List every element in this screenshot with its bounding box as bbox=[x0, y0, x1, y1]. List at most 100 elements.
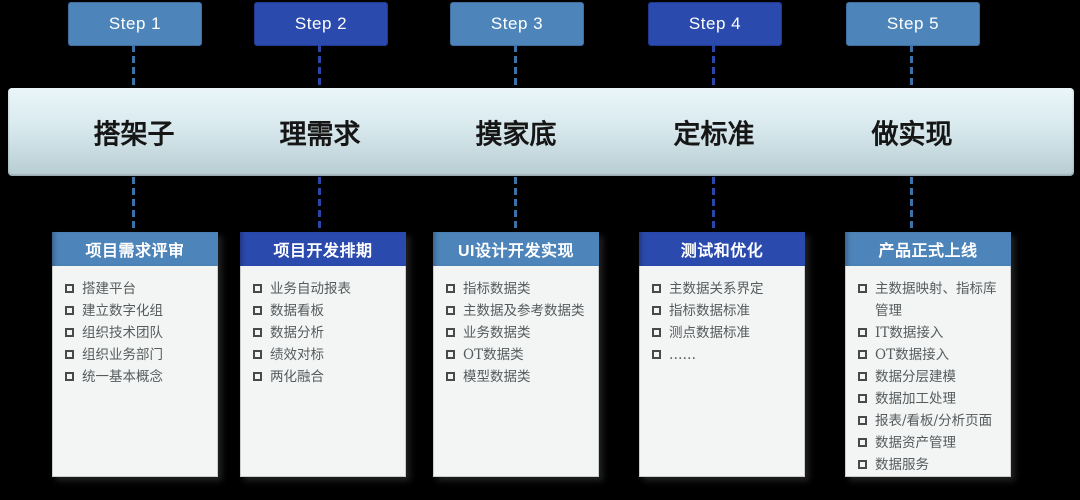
step-card-5: 产品正式上线 主数据映射、指标库管理 IT数据接入 OT数据接入 数据分层建模 … bbox=[845, 232, 1011, 477]
list-item: 组织技术团队 bbox=[65, 322, 211, 344]
badge-band-connector-5 bbox=[910, 45, 913, 88]
list-item: 业务数据类 bbox=[446, 322, 592, 344]
checkbox-bullet-icon bbox=[652, 306, 661, 315]
list-item: 数据看板 bbox=[253, 300, 399, 322]
card-title-3: UI设计开发实现 bbox=[433, 232, 599, 266]
phase-label-1: 搭架子 bbox=[93, 119, 175, 150]
list-item: 数据加工处理 bbox=[858, 388, 1004, 410]
list-item: 搭建平台 bbox=[65, 278, 211, 300]
card-body-2: 业务自动报表 数据看板 数据分析 绩效对标 两化融合 bbox=[240, 266, 406, 477]
checkbox-bullet-icon bbox=[858, 438, 867, 447]
item-label: 测点数据标准 bbox=[669, 325, 750, 341]
checkbox-bullet-icon bbox=[253, 350, 262, 359]
item-label: 数据加工处理 bbox=[875, 391, 956, 407]
checkbox-bullet-icon bbox=[446, 350, 455, 359]
list-item: 数据分析 bbox=[253, 322, 399, 344]
list-item: 主数据及参考数据类 bbox=[446, 300, 592, 322]
item-label: …… bbox=[669, 347, 696, 363]
item-label: 主数据及参考数据类 bbox=[463, 303, 585, 319]
list-item: 绩效对标 bbox=[253, 344, 399, 366]
checkbox-bullet-icon bbox=[446, 284, 455, 293]
checkbox-bullet-icon bbox=[858, 460, 867, 469]
step-card-2: 项目开发排期 业务自动报表 数据看板 数据分析 绩效对标 两化融合 bbox=[240, 232, 406, 477]
list-item: 测点数据标准 bbox=[652, 322, 798, 344]
badge-band-connector-2 bbox=[318, 45, 321, 88]
item-label: 数据资产管理 bbox=[875, 435, 956, 451]
card-body-1: 搭建平台 建立数字化组 组织技术团队 组织业务部门 统一基本概念 bbox=[52, 266, 218, 477]
list-item: 主数据映射、指标库管理 bbox=[858, 278, 1004, 322]
checkbox-bullet-icon bbox=[446, 306, 455, 315]
item-label: OT数据接入 bbox=[875, 347, 950, 363]
item-label: 模型数据类 bbox=[463, 369, 531, 385]
card-item-list-1: 搭建平台 建立数字化组 组织技术团队 组织业务部门 统一基本概念 bbox=[53, 266, 217, 394]
checkbox-bullet-icon bbox=[65, 328, 74, 337]
card-item-list-5: 主数据映射、指标库管理 IT数据接入 OT数据接入 数据分层建模 数据加工处理 … bbox=[846, 266, 1010, 476]
item-label: 数据服务 bbox=[875, 457, 929, 473]
checkbox-bullet-icon bbox=[652, 350, 661, 359]
list-item: 数据资产管理 bbox=[858, 432, 1004, 454]
band-card-connector-2 bbox=[318, 177, 321, 232]
card-item-list-2: 业务自动报表 数据看板 数据分析 绩效对标 两化融合 bbox=[241, 266, 405, 394]
badge-band-connector-3 bbox=[514, 45, 517, 88]
list-item: 组织业务部门 bbox=[65, 344, 211, 366]
item-label: 数据分析 bbox=[270, 325, 324, 341]
checkbox-bullet-icon bbox=[65, 372, 74, 381]
checkbox-bullet-icon bbox=[446, 372, 455, 381]
checkbox-bullet-icon bbox=[65, 284, 74, 293]
card-title-1: 项目需求评审 bbox=[52, 232, 218, 266]
phase-label-4: 定标准 bbox=[673, 119, 755, 150]
step-card-1: 项目需求评审 搭建平台 建立数字化组 组织技术团队 组织业务部门 统一基本概念 bbox=[52, 232, 218, 477]
checkbox-bullet-icon bbox=[858, 284, 867, 293]
card-title-4: 测试和优化 bbox=[639, 232, 805, 266]
band-card-connector-1 bbox=[132, 177, 135, 232]
item-label: 主数据映射、指标库管理 bbox=[875, 281, 997, 319]
card-item-list-4: 主数据关系界定 指标数据标准 测点数据标准 …… bbox=[640, 266, 804, 372]
item-label: 组织技术团队 bbox=[82, 325, 163, 341]
checkbox-bullet-icon bbox=[858, 328, 867, 337]
list-item: IT数据接入 bbox=[858, 322, 1004, 344]
checkbox-bullet-icon bbox=[446, 328, 455, 337]
list-item: 数据服务 bbox=[858, 454, 1004, 476]
card-body-5: 主数据映射、指标库管理 IT数据接入 OT数据接入 数据分层建模 数据加工处理 … bbox=[845, 266, 1011, 477]
phase-band bbox=[8, 88, 1074, 176]
step-badge-3: Step 3 bbox=[450, 2, 584, 46]
band-card-connector-3 bbox=[514, 177, 517, 232]
list-item: 报表/看板/分析页面 bbox=[858, 410, 1004, 432]
badge-band-connector-1 bbox=[132, 45, 135, 88]
list-item: 模型数据类 bbox=[446, 366, 592, 388]
list-item: 主数据关系界定 bbox=[652, 278, 798, 300]
card-body-4: 主数据关系界定 指标数据标准 测点数据标准 …… bbox=[639, 266, 805, 477]
item-label: 数据分层建模 bbox=[875, 369, 956, 385]
checkbox-bullet-icon bbox=[652, 284, 661, 293]
checkbox-bullet-icon bbox=[65, 350, 74, 359]
item-label: 业务数据类 bbox=[463, 325, 531, 341]
list-item: 建立数字化组 bbox=[65, 300, 211, 322]
card-title-5: 产品正式上线 bbox=[845, 232, 1011, 266]
list-item: OT数据类 bbox=[446, 344, 592, 366]
band-card-connector-5 bbox=[910, 177, 913, 232]
item-label: 建立数字化组 bbox=[82, 303, 163, 319]
item-label: 业务自动报表 bbox=[270, 281, 351, 297]
card-title-2: 项目开发排期 bbox=[240, 232, 406, 266]
item-label: 组织业务部门 bbox=[82, 347, 163, 363]
checkbox-bullet-icon bbox=[253, 306, 262, 315]
phase-label-3: 摸家底 bbox=[475, 119, 557, 150]
phase-label-2: 理需求 bbox=[279, 119, 361, 150]
item-label: 数据看板 bbox=[270, 303, 324, 319]
step-card-3: UI设计开发实现 指标数据类 主数据及参考数据类 业务数据类 OT数据类 模型数… bbox=[433, 232, 599, 477]
list-item: 业务自动报表 bbox=[253, 278, 399, 300]
badge-band-connector-4 bbox=[712, 45, 715, 88]
list-item: 数据分层建模 bbox=[858, 366, 1004, 388]
item-label: 搭建平台 bbox=[82, 281, 136, 297]
item-label: 报表/看板/分析页面 bbox=[875, 413, 993, 429]
card-body-3: 指标数据类 主数据及参考数据类 业务数据类 OT数据类 模型数据类 bbox=[433, 266, 599, 477]
list-item: OT数据接入 bbox=[858, 344, 1004, 366]
list-item: 指标数据类 bbox=[446, 278, 592, 300]
item-label: 主数据关系界定 bbox=[669, 281, 764, 297]
item-label: 指标数据类 bbox=[463, 281, 531, 297]
step-badge-5: Step 5 bbox=[846, 2, 980, 46]
checkbox-bullet-icon bbox=[253, 372, 262, 381]
checkbox-bullet-icon bbox=[858, 394, 867, 403]
list-item: …… bbox=[652, 344, 798, 366]
